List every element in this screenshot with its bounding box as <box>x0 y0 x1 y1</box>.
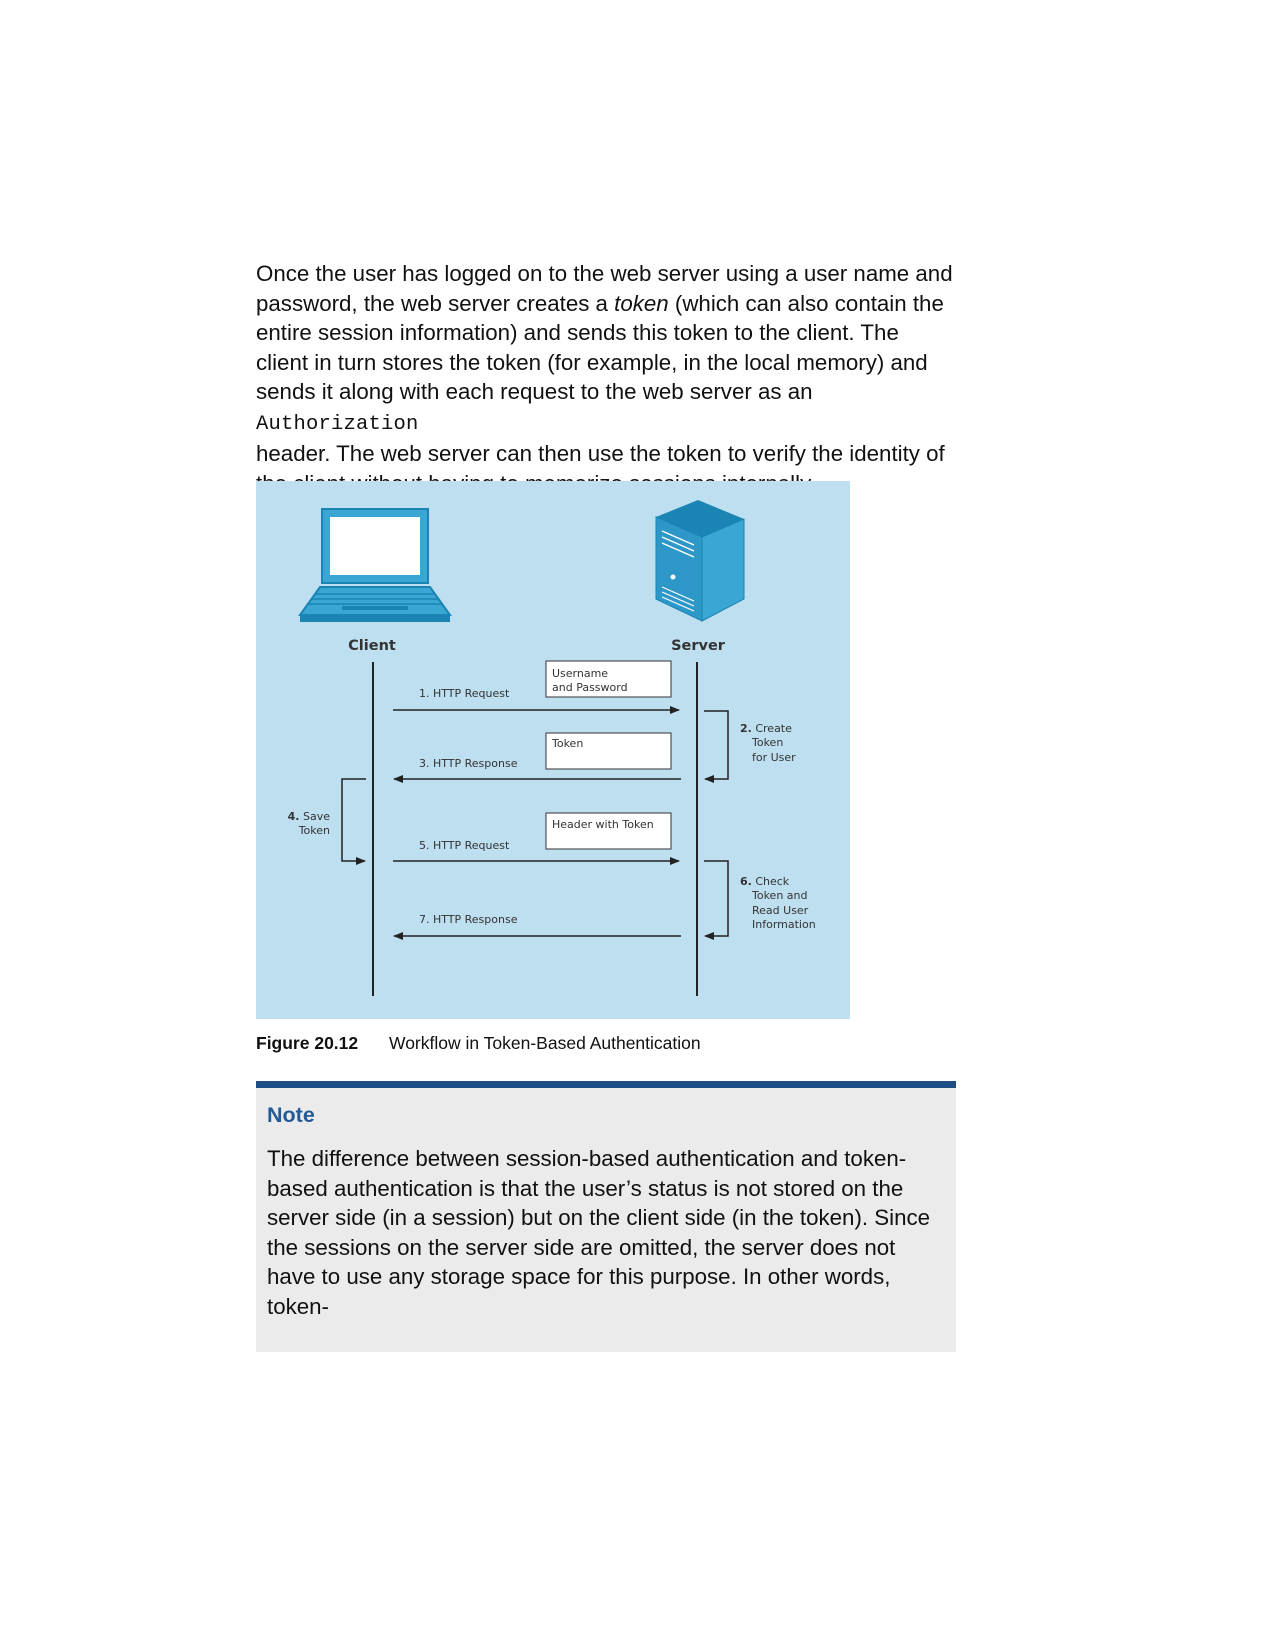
svg-text:Username: Username <box>552 667 608 680</box>
figure-title: Workflow in Token-Based Authentication <box>389 1033 701 1053</box>
svg-text:Token: Token <box>298 824 330 837</box>
message-1-label: 1. HTTP Request <box>419 687 510 700</box>
payload-username-password: Username and Password <box>545 660 672 698</box>
svg-text:Token: Token <box>751 736 783 749</box>
server-label: Server <box>671 638 726 654</box>
note-box: Note The difference between session-base… <box>256 1081 956 1352</box>
intro-text-before: Once the user has logged on to the web s… <box>256 261 953 316</box>
token-auth-diagram: Client Server Username and Password Toke… <box>256 481 850 1019</box>
svg-text:2. Create: 2. Create <box>740 722 792 735</box>
svg-text:Token and: Token and <box>751 889 808 902</box>
svg-text:Token: Token <box>551 737 583 750</box>
client-label: Client <box>348 638 396 654</box>
step-6-label: 6. Check Token and Read User Information <box>740 875 816 931</box>
authorization-code: Authorization <box>256 412 419 436</box>
intro-text-middle: (which can also contain the entire sessi… <box>256 290 944 405</box>
server-tower-icon <box>655 500 745 622</box>
svg-text:Read User: Read User <box>752 904 809 917</box>
note-title: Note <box>267 1103 315 1127</box>
svg-text:6. Check: 6. Check <box>740 875 790 888</box>
svg-text:and Password: and Password <box>552 681 628 694</box>
token-emphasis: token <box>614 290 669 316</box>
figure-number: Figure 20.12 <box>256 1033 359 1053</box>
svg-text:Header with Token: Header with Token <box>552 818 654 831</box>
svg-text:4. Save: 4. Save <box>288 810 331 823</box>
step-6-loop <box>704 860 729 940</box>
message-3-label: 3. HTTP Response <box>419 757 518 770</box>
intro-paragraph: Once the user has logged on to the web s… <box>256 259 956 498</box>
note-body: The difference between session-based aut… <box>267 1146 931 1319</box>
step-2-label: 2. Create Token for User <box>740 722 796 764</box>
laptop-icon <box>298 508 452 622</box>
payload-header-with-token: Header with Token <box>545 812 672 850</box>
step-4-loop <box>341 778 366 865</box>
step-4-label: 4. Save Token <box>288 810 331 837</box>
figure-caption: Figure 20.12 Workflow in Token-Based Auth… <box>256 1032 701 1054</box>
message-7-label: 7. HTTP Response <box>419 913 518 926</box>
sequence-diagram: Client Server Username and Password Toke… <box>288 500 816 996</box>
step-2-loop <box>704 710 729 783</box>
svg-text:Information: Information <box>752 918 816 931</box>
payload-token: Token <box>545 732 672 770</box>
svg-text:for User: for User <box>752 751 796 764</box>
message-5-label: 5. HTTP Request <box>419 839 510 852</box>
